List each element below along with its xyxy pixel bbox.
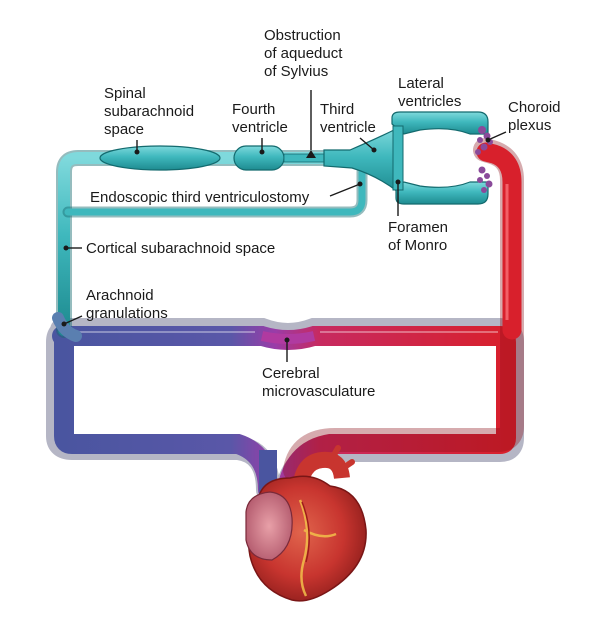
labels: Obstruction of aqueduct of Sylvius Later…: [86, 27, 565, 400]
artery-to-choroid-plexus: [283, 138, 524, 482]
label-third-ventricle: Third ventricle: [320, 101, 376, 136]
label-choroid-plexus: Choroid plexus: [508, 99, 565, 134]
artery: [476, 142, 522, 340]
label-spinal-subarachnoid: Spinal subarachnoid space: [104, 85, 198, 138]
label-arachnoid-granulations: Arachnoid granulations: [86, 287, 168, 322]
label-obstruction: Obstruction of aqueduct of Sylvius: [264, 27, 347, 80]
label-lateral-ventricles: Lateral ventricles: [398, 75, 461, 110]
right-atrium: [245, 491, 293, 561]
coronary-vessel: [298, 499, 337, 597]
label-foramen-of-monro: Foramen of Monro: [388, 219, 452, 254]
label-cerebral-microvasculature: Cerebral microvasculature: [262, 365, 375, 400]
csf-pathway: [52, 111, 489, 342]
aortic-branch: [327, 445, 355, 473]
heart-illustration: [245, 445, 367, 602]
choroid-plexus-tufts: [475, 126, 493, 193]
ventriculostomy-tube: [64, 168, 366, 216]
label-cortical-subarachnoid: Cortical subarachnoid space: [86, 240, 275, 257]
aqueduct-narrowing: [283, 153, 325, 163]
label-endoscopic-ventriculostomy: Endoscopic third ventriculostomy: [90, 189, 310, 206]
label-fourth-ventricle: Fourth ventricle: [232, 101, 288, 136]
coronary-vessel-red: [301, 501, 310, 563]
leader-lines: [61, 90, 507, 362]
spinal-subarachnoid-bulge: [99, 145, 221, 171]
lateral-ventricle-lower: [395, 181, 489, 205]
arachnoid-granulation-junction: [52, 312, 82, 342]
obstruction-arrowhead: [306, 150, 316, 158]
csf-outer-tube: [58, 152, 336, 336]
lateral-ventricle-upper: [391, 111, 489, 135]
fourth-ventricle-bulge: [233, 145, 285, 171]
